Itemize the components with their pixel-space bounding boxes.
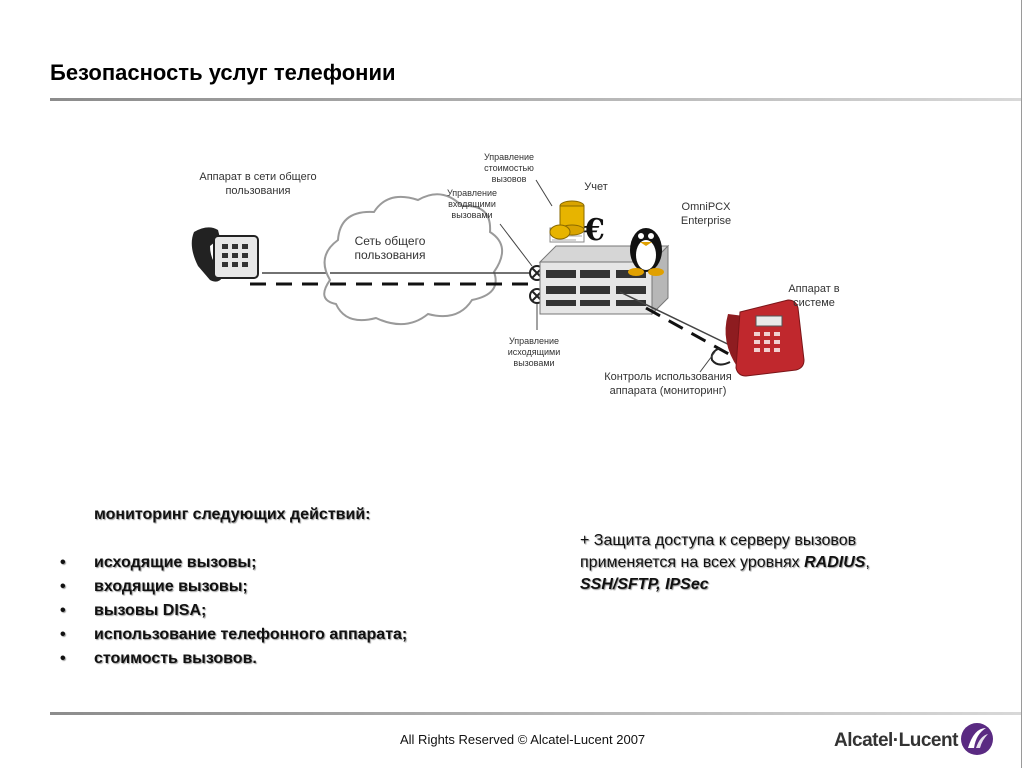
arrow-incoming bbox=[499, 223, 533, 267]
logo-text: Alcatel·Lucent bbox=[834, 730, 958, 751]
slide-right-border bbox=[1021, 0, 1022, 768]
link-dashed-3 bbox=[645, 306, 737, 360]
euro-icon: € bbox=[583, 213, 605, 248]
logo-mark-icon bbox=[961, 723, 993, 755]
protection-line-2: применяется на всех уровнях RADIUS, bbox=[580, 554, 870, 571]
protection-note: + Защита доступа к серверу вызовов приме… bbox=[580, 530, 980, 596]
pbx-server-icon bbox=[538, 244, 670, 316]
alcatel-lucent-logo: Alcatel·Lucent bbox=[834, 722, 994, 758]
link-line-3 bbox=[619, 291, 741, 351]
arrow-monitoring bbox=[699, 351, 716, 373]
copyright-text: All Rights Reserved © Alcatel-Lucent 200… bbox=[400, 732, 646, 747]
monitoring-heading: мониторинг следующих действий: bbox=[94, 506, 371, 523]
arrow-cost bbox=[535, 179, 553, 207]
accounting-label: Учет bbox=[584, 181, 608, 193]
title-divider bbox=[50, 98, 1021, 101]
public-network-cloud-icon bbox=[323, 193, 503, 325]
diagram-graphics: € bbox=[191, 179, 805, 377]
linux-penguin-icon bbox=[628, 228, 664, 276]
protection-line-1: + Защита доступа к серверу вызовов bbox=[580, 532, 857, 549]
protection-line-3: SSH/SFTP, IPSec bbox=[580, 576, 709, 593]
slide-title: Безопасность услуг телефонии bbox=[50, 60, 396, 85]
footer-divider bbox=[50, 712, 1021, 715]
accounting-coins-icon bbox=[549, 200, 585, 243]
public-phone-icon bbox=[191, 227, 259, 282]
system-phone-icon bbox=[710, 299, 805, 377]
